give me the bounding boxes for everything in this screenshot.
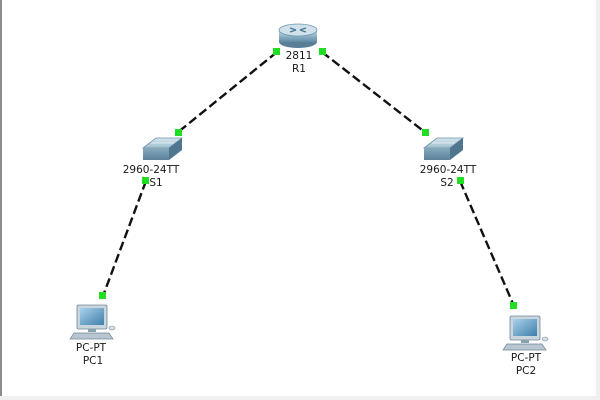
port-up-indicator (273, 48, 280, 55)
workspace-right-border (596, 0, 600, 400)
device-model-label: 2811 (286, 50, 313, 62)
device-model-label: 2960-24TT (123, 164, 180, 176)
device-r1[interactable]: 2811 R1 (278, 23, 318, 75)
router-icon (278, 23, 318, 48)
port-up-indicator (510, 302, 517, 309)
port-up-indicator (99, 292, 106, 299)
workspace-bottom-border (0, 396, 600, 400)
switch-icon (141, 137, 184, 160)
workspace-left-border (0, 0, 2, 400)
device-pc1[interactable]: PC-PT PC1 (69, 304, 116, 367)
device-s2[interactable]: 2960-24TT S2 (420, 137, 477, 189)
device-name-label: S2 (440, 177, 453, 189)
pc-icon (502, 315, 549, 351)
device-model-label: 2960-24TT (420, 164, 477, 176)
port-up-indicator (422, 129, 429, 136)
device-pc2[interactable]: PC-PT PC2 (502, 315, 549, 377)
device-name-label: PC1 (83, 355, 103, 367)
link-s2-pc2[interactable] (458, 180, 516, 307)
device-name-label: PC2 (516, 365, 536, 377)
link-r1-s2[interactable] (321, 51, 427, 134)
port-up-indicator (457, 177, 464, 184)
link-r1-s1[interactable] (176, 51, 278, 134)
port-up-indicator (319, 48, 326, 55)
port-up-indicator (142, 177, 149, 184)
pc-icon (69, 304, 116, 340)
device-s1[interactable]: 2960-24TT S1 (123, 137, 184, 189)
link-s1-pc1[interactable] (101, 180, 148, 297)
device-name-label: S1 (149, 177, 162, 189)
switch-icon (422, 137, 465, 160)
port-up-indicator (175, 129, 182, 136)
device-model-label: PC-PT (511, 352, 542, 364)
port-indicators (99, 48, 517, 309)
device-model-label: PC-PT (76, 342, 107, 354)
device-name-label: R1 (292, 63, 306, 75)
